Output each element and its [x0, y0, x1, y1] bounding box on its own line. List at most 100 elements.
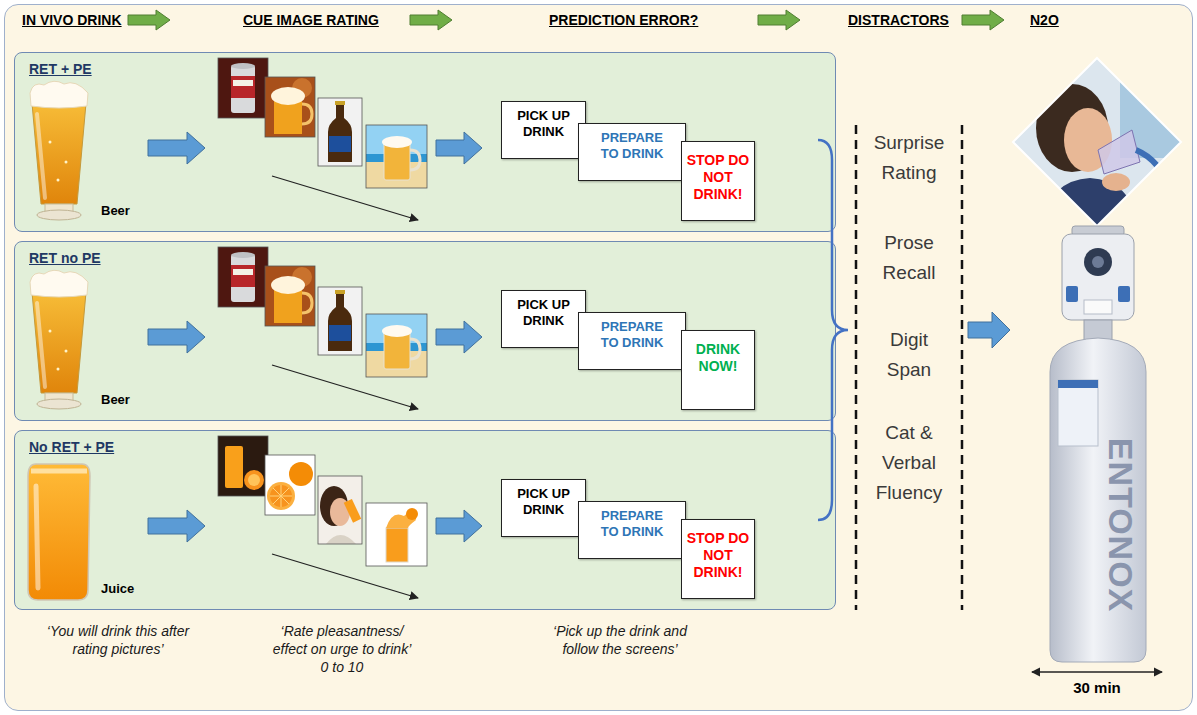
text-holder: Beer	[101, 392, 130, 407]
outcome-screen: DRINK NOW!	[681, 330, 755, 410]
gas-cylinder	[1058, 380, 1098, 388]
panel-illustration	[148, 132, 482, 220]
text-holder: Juice	[101, 581, 134, 596]
screen-text: PICK UP DRINK	[506, 108, 581, 140]
stage-heading: CUE IMAGE RATING	[243, 12, 379, 29]
header-arrows	[128, 10, 1004, 30]
condition-heading: No RET + PE	[29, 439, 114, 455]
screen-text: PICK UP DRINK	[506, 486, 581, 518]
mask-photo	[1036, 84, 1108, 172]
drink-name: Beer	[101, 392, 130, 407]
text-holder: CUE IMAGE RATING	[243, 12, 379, 29]
condition-heading: RET no PE	[29, 250, 101, 266]
mask-photo	[1013, 58, 1181, 226]
text-holder: ENTONOX	[1101, 438, 1140, 613]
panel-illustration	[30, 58, 482, 220]
distractor-task: Cat & Verbal Fluency	[867, 418, 951, 508]
panel-illustration	[28, 464, 90, 600]
header-arrows	[128, 10, 170, 30]
text-holder: Digit Span	[867, 325, 951, 385]
screen-text: PREPARE TO DRINK	[593, 130, 671, 162]
stage-heading: IN VIVO DRINK	[22, 12, 122, 29]
outcome-screen: STOP DO NOT DRINK!	[681, 141, 755, 221]
text-holder: No RET + PE	[29, 439, 114, 455]
gas-cylinder	[1062, 234, 1134, 320]
gas-cylinder	[1050, 338, 1146, 662]
dashed-dividers	[961, 125, 964, 610]
mask-photo	[1013, 58, 1181, 226]
condition-heading: RET + PE	[29, 61, 92, 77]
mask-photo	[1120, 58, 1181, 158]
text-holder: Beer	[101, 203, 130, 218]
instruction-caption: ‘Pick up the drink and follow the screen…	[540, 622, 700, 658]
instruction-caption: ‘Rate pleasantness/ effect on urge to dr…	[262, 622, 422, 658]
text-holder: N2O	[1030, 12, 1059, 29]
panel-illustration	[218, 58, 427, 188]
text-holder: Surprise Rating	[867, 128, 951, 188]
text-holder: 0 to 10	[262, 658, 422, 676]
panel-illustration	[218, 436, 427, 566]
gas-cylinder	[1084, 248, 1112, 276]
gas-cylinder	[1084, 300, 1112, 314]
text-holder: 30 min	[1057, 679, 1137, 696]
panel-illustration	[28, 436, 482, 600]
text-holder: ‘You will drink this after rating pictur…	[38, 622, 198, 658]
panel-illustration	[218, 247, 427, 377]
instruction-screen: PICK UP DRINK	[501, 101, 586, 159]
gas-cylinder	[1072, 226, 1124, 236]
panel-illustration	[148, 510, 482, 598]
screen-text: PICK UP DRINK	[506, 297, 581, 329]
mask-photo	[1064, 108, 1112, 172]
instruction-screen: PICK UP DRINK	[501, 479, 586, 537]
rating-scale: 0 to 10	[262, 658, 422, 676]
text-holder: RET no PE	[29, 250, 101, 266]
header-arrows	[962, 10, 1004, 30]
gas-cylinder	[1084, 320, 1112, 340]
instruction-screen: PICK UP DRINK	[501, 290, 586, 348]
duration-arrow	[1032, 671, 1162, 672]
condition-panel: RET no PE Beer PICK UP DRINK PREPARE TO DRI…	[14, 241, 836, 421]
instruction-caption: ‘You will drink this after rating pictur…	[38, 622, 198, 658]
panel-illustration	[30, 270, 88, 409]
text-holder: ‘Rate pleasantness/ effect on urge to dr…	[262, 622, 422, 658]
gas-cylinder	[1118, 286, 1130, 302]
mask-photo	[1013, 58, 1181, 226]
text-holder: IN VIVO DRINK	[22, 12, 122, 29]
merge-bracket	[818, 140, 848, 520]
text-holder: ‘Pick up the drink and follow the screen…	[540, 622, 700, 658]
mask-photo	[1102, 173, 1130, 191]
dashed-dividers	[855, 125, 858, 610]
mask-photo	[1040, 178, 1140, 226]
mask-photo	[1098, 130, 1140, 174]
stage-heading: DISTRACTORS	[848, 12, 949, 29]
distractor-task: Digit Span	[867, 325, 951, 385]
screen-text: PREPARE TO DRINK	[593, 508, 671, 540]
mask-photo	[1136, 150, 1170, 190]
drink-name: Beer	[101, 203, 130, 218]
text-holder: PREDICTION ERROR?	[549, 12, 698, 29]
drink-name: Juice	[101, 581, 134, 596]
screen-text: STOP DO NOT DRINK!	[686, 152, 750, 203]
condition-panel: No RET + PE Juice PICK UP DRINK PREPARE TO …	[14, 430, 836, 610]
gas-cylinder	[1050, 226, 1146, 662]
text-holder: Prose Recall	[867, 228, 951, 288]
panel-illustration	[30, 81, 88, 220]
outcome-screen: STOP DO NOT DRINK!	[681, 519, 755, 599]
gas-cylinder	[1066, 286, 1078, 302]
panel-illustration	[148, 321, 482, 409]
screen-text: STOP DO NOT DRINK!	[686, 530, 750, 581]
text-holder: DISTRACTORS	[848, 12, 949, 29]
screen-text: PREPARE TO DRINK	[593, 319, 671, 351]
instruction-screen: PREPARE TO DRINK	[578, 501, 686, 559]
dashed-dividers	[856, 125, 962, 610]
instruction-screen: PREPARE TO DRINK	[578, 123, 686, 181]
stage-heading: PREDICTION ERROR?	[549, 12, 698, 29]
instruction-screen: PREPARE TO DRINK	[578, 312, 686, 370]
text-holder: Cat & Verbal Fluency	[867, 418, 951, 508]
distractor-task: Surprise Rating	[867, 128, 951, 188]
gas-cylinder	[1092, 256, 1104, 268]
